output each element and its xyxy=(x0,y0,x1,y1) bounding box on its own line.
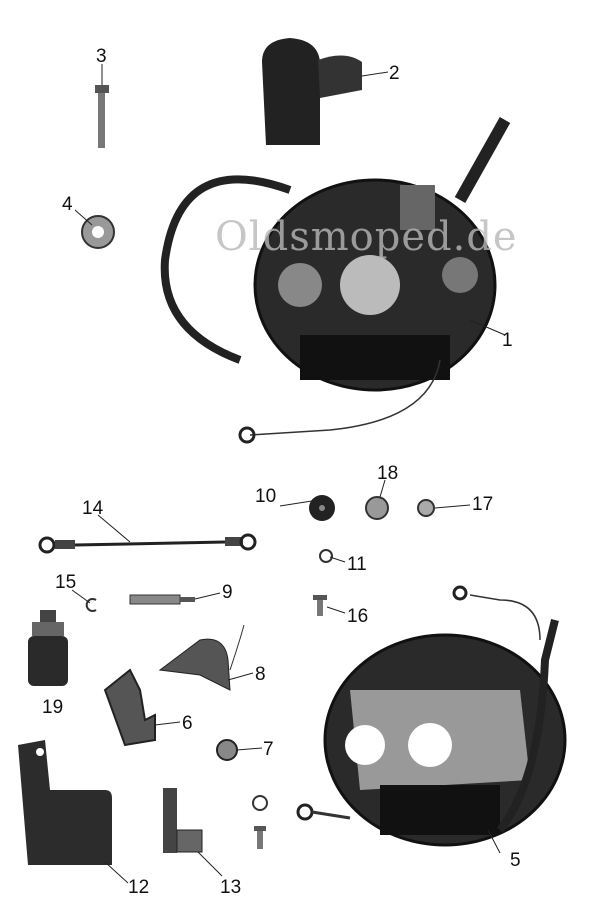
part-18-nut xyxy=(365,496,389,520)
label-7: 7 xyxy=(263,739,274,760)
label-10: 10 xyxy=(255,486,276,507)
label-18: 18 xyxy=(377,463,398,484)
leader-lines xyxy=(71,64,506,884)
part-4-washer xyxy=(81,215,115,249)
label-3: 3 xyxy=(96,46,107,67)
label-13: 13 xyxy=(220,877,241,898)
part-labels: 1 2 3 4 5 6 7 8 9 10 11 12 13 14 15 16 1… xyxy=(42,46,521,898)
part-3-screw xyxy=(95,85,109,148)
label-19: 19 xyxy=(42,697,63,718)
label-6: 6 xyxy=(182,713,193,734)
part-11-clip xyxy=(319,549,333,563)
watermark: Oldsmoped.de xyxy=(215,214,518,260)
part-10-grommet xyxy=(309,495,335,521)
part-5-base-plate xyxy=(296,585,567,847)
washer-screw xyxy=(252,795,268,849)
label-2: 2 xyxy=(389,63,400,84)
part-19-condenser xyxy=(28,610,68,686)
label-5: 5 xyxy=(510,850,521,871)
part-2-plug-cap xyxy=(262,38,362,145)
part-8-contact-breaker xyxy=(158,624,245,691)
label-15: 15 xyxy=(55,572,76,593)
part-15-circlip xyxy=(85,598,97,612)
part-14-cable xyxy=(38,533,257,554)
label-1: 1 xyxy=(502,330,513,351)
label-14: 14 xyxy=(82,498,104,519)
part-16-screw xyxy=(313,595,327,616)
part-13-clamp xyxy=(163,788,203,853)
label-16: 16 xyxy=(347,606,368,627)
part-6-bracket xyxy=(103,668,156,747)
part-1-stator-plate xyxy=(160,117,511,444)
label-11: 11 xyxy=(347,554,367,575)
label-12: 12 xyxy=(128,877,149,898)
part-12-cover-plate xyxy=(18,740,112,865)
part-17-nut xyxy=(417,499,435,517)
label-17: 17 xyxy=(472,494,493,515)
part-7-felt xyxy=(216,739,238,761)
label-9: 9 xyxy=(222,582,233,603)
part-9-pin xyxy=(129,594,195,605)
label-4: 4 xyxy=(62,194,73,215)
label-8: 8 xyxy=(255,664,266,685)
